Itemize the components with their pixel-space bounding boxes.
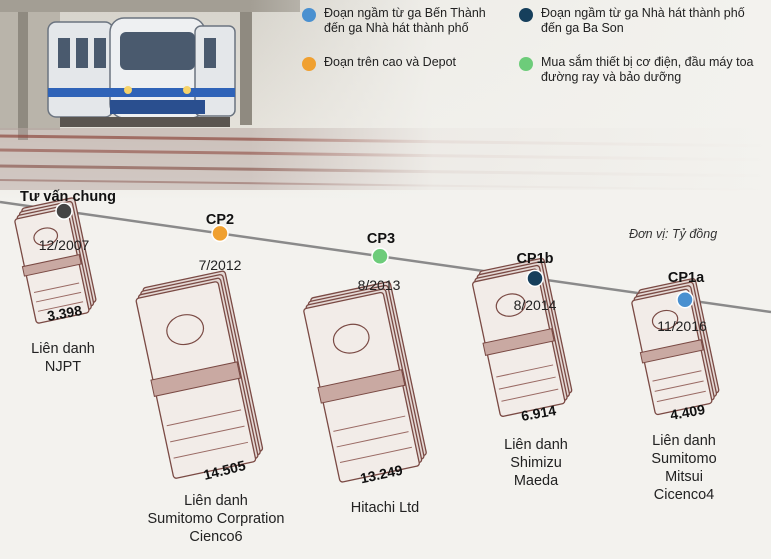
- blue-dot-icon: [302, 8, 316, 22]
- timeline-marker: [211, 224, 229, 243]
- contractor-cp1b: Liên danh Shimizu Maeda: [504, 437, 568, 489]
- timeline-marker: [676, 290, 694, 309]
- money-stacks: [14, 197, 720, 483]
- package-label-cp1a: CP1a: [667, 270, 705, 286]
- package-label-cp2: CP2: [205, 212, 235, 228]
- package-label-tu-van: Tư vấn chung: [20, 189, 116, 205]
- date-tu-van: 12/2007: [38, 237, 90, 253]
- contractor-cp3: Hitachi Ltd: [350, 500, 420, 516]
- unit-note: Đơn vị: Tỷ đồng: [629, 227, 718, 241]
- green-dot-icon: [519, 57, 533, 71]
- orange-dot-icon: [302, 57, 316, 71]
- train-illustration: [47, 17, 236, 127]
- timeline-marker: [55, 202, 73, 220]
- date-cp2: 7/2012: [198, 257, 242, 273]
- timeline-marker: [526, 269, 544, 288]
- navy-dot-icon: [519, 8, 533, 22]
- money-stack-icon: [631, 278, 720, 416]
- money-stack-icon: [472, 257, 573, 417]
- money-stack-icon: [14, 197, 97, 324]
- date-cp3: 8/2013: [357, 277, 401, 293]
- timeline-markers: [55, 202, 694, 309]
- contractor-cp1a: Liên danh Sumitomo Mitsui Cicenco4: [651, 433, 717, 503]
- date-cp1b: 8/2014: [513, 297, 557, 313]
- date-cp1a: 11/2016: [657, 318, 707, 334]
- contractor-cp2: Liên danh Sumitomo Corpration Cienco6: [147, 493, 285, 545]
- timeline-marker: [371, 247, 389, 265]
- package-label-cp1b: CP1b: [516, 251, 554, 267]
- money-stack-icon: [135, 270, 264, 479]
- money-stack-icon: [303, 281, 427, 483]
- contractor-njpt: Liên danh NJPT: [31, 341, 95, 375]
- package-label-cp3: CP3: [366, 231, 396, 247]
